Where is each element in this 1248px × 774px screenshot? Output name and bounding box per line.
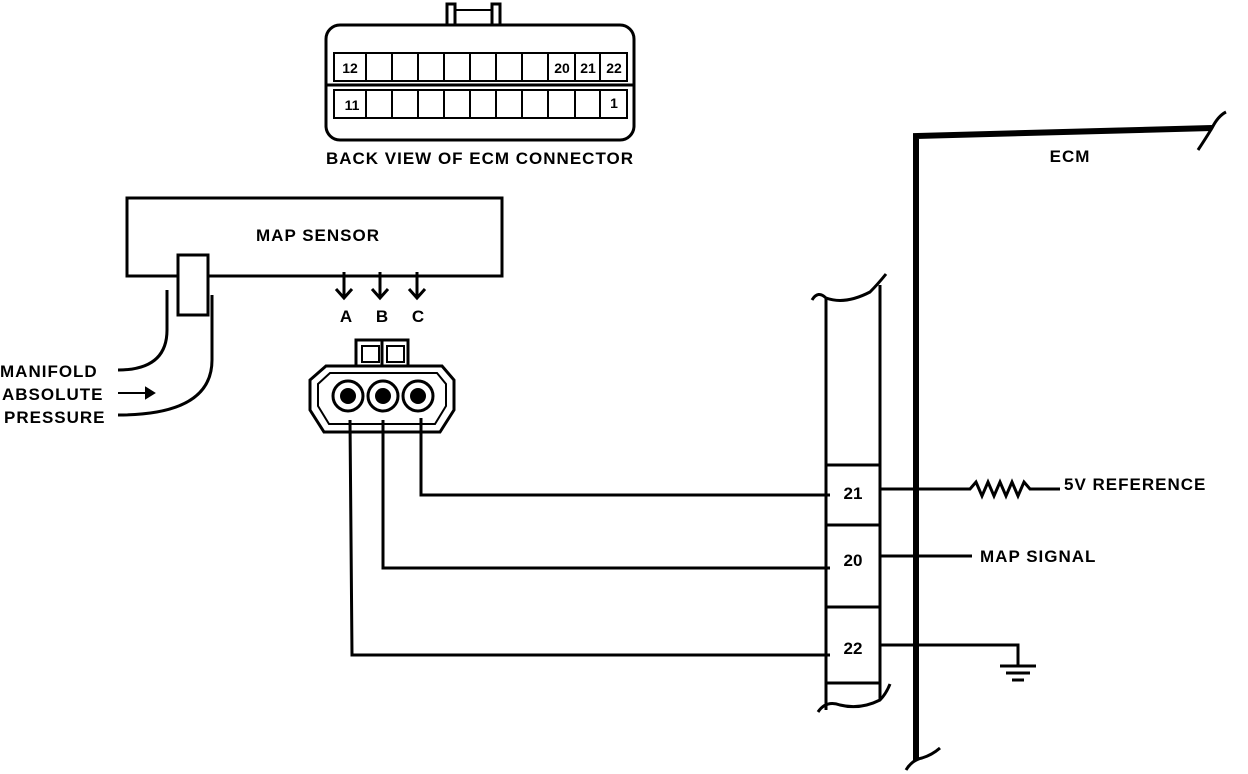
pin-label-11: 11 (345, 97, 360, 113)
connector-body (324, 23, 636, 142)
ground-icon (1000, 664, 1036, 682)
harness-connector (308, 338, 456, 434)
connector-bottom-row (333, 89, 628, 119)
vacuum-port (176, 253, 210, 317)
ecm-title: ECM (1050, 147, 1091, 166)
wire-b-to-20 (381, 420, 830, 570)
wires (348, 418, 830, 657)
terminal-label-c: C (412, 307, 424, 326)
pressure-label-line-2: ABSOLUTE (2, 385, 104, 404)
ecm-pin-strip: 21 20 22 (810, 273, 892, 713)
pressure-label: MANIFOLD ABSOLUTE PRESSURE (0, 362, 156, 427)
ecm-boundary: ECM (904, 110, 1227, 771)
vacuum-hose (117, 290, 169, 372)
ecm-pin-22: 22 (844, 639, 863, 658)
pin-label-22: 22 (606, 60, 622, 76)
ecm-internal-circuits (880, 478, 1060, 682)
terminal-label-a: A (340, 307, 352, 326)
ecm-pin-20: 20 (844, 551, 863, 570)
pressure-arrow-icon (118, 386, 156, 400)
connector-top-row (333, 52, 628, 82)
map-sensor: MAP SENSOR A B C (117, 196, 504, 417)
pin-label-21: 21 (580, 60, 596, 76)
terminal-arrows (334, 272, 427, 301)
map-sensor-title: MAP SENSOR (256, 226, 380, 245)
pressure-label-line-1: MANIFOLD (0, 362, 98, 381)
reference-circuit (880, 478, 1060, 500)
pin-label-1: 1 (610, 95, 618, 111)
wire-a-to-22 (348, 419, 830, 657)
wire-c-to-21 (419, 418, 830, 497)
signal-label: MAP SIGNAL (980, 547, 1096, 566)
connector-caption: BACK VIEW OF ECM CONNECTOR (326, 149, 634, 168)
pin-label-20: 20 (554, 60, 570, 76)
pressure-label-line-3: PRESSURE (4, 408, 106, 427)
ecm-pin-21: 21 (844, 484, 863, 503)
pin-label-12: 12 (342, 60, 358, 76)
ground-circuit (880, 643, 1020, 666)
reference-label: 5V REFERENCE (1064, 475, 1206, 494)
ecm-connector-back-view: 12 20 21 22 11 1 BACK VIEW OF ECM CONNEC… (324, 2, 636, 168)
terminal-label-b: B (376, 307, 388, 326)
